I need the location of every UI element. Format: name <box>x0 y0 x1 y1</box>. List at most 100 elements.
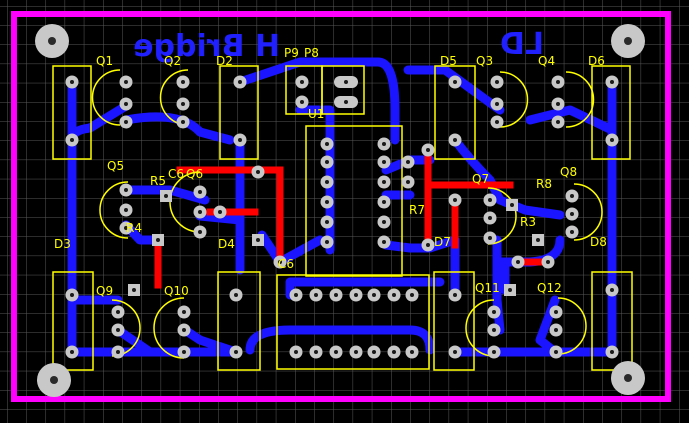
label-q5: Q5 <box>107 159 124 173</box>
label-q9: Q9 <box>96 284 113 298</box>
pad <box>605 75 619 89</box>
label-d4: D4 <box>218 237 235 251</box>
d3-outline <box>52 271 94 371</box>
pad <box>320 175 334 189</box>
label-d2: D2 <box>216 54 233 68</box>
label-r5: R5 <box>150 174 166 188</box>
pad <box>377 175 391 189</box>
pad <box>387 288 401 302</box>
pad <box>65 133 79 147</box>
label-r7: R7 <box>409 203 425 217</box>
label-q1: Q1 <box>96 54 113 68</box>
pad <box>401 175 415 189</box>
label-q3: Q3 <box>476 54 493 68</box>
label-q11: Q11 <box>475 281 500 295</box>
label-q4: Q4 <box>538 54 555 68</box>
pad <box>233 133 247 147</box>
label-d6: D6 <box>588 54 605 68</box>
pad <box>551 75 565 89</box>
pad <box>483 193 497 207</box>
pad <box>295 75 309 89</box>
pad <box>65 75 79 89</box>
label-q2: Q2 <box>164 54 181 68</box>
label-q7: Q7 <box>472 172 489 186</box>
pad <box>605 283 619 297</box>
silkscreen <box>52 65 633 371</box>
pad <box>448 345 462 359</box>
pad <box>448 133 462 147</box>
label-q12: Q12 <box>537 281 562 295</box>
label-c6-top: C6 <box>168 167 184 181</box>
pad <box>295 95 309 109</box>
pad <box>367 288 381 302</box>
label-r8: R8 <box>536 177 552 191</box>
pad <box>605 345 619 359</box>
d8-outline <box>591 271 633 371</box>
label-p8: P8 <box>304 46 319 60</box>
p8-outline <box>321 65 365 115</box>
pad <box>229 288 243 302</box>
pad <box>504 284 516 296</box>
label-q10: Q10 <box>164 284 189 298</box>
pad <box>320 215 334 229</box>
pad <box>273 255 287 269</box>
board-author-mirrored: LD <box>500 27 544 62</box>
pad <box>119 75 133 89</box>
pad <box>320 137 334 151</box>
label-d5: D5 <box>440 54 457 68</box>
pad <box>401 155 415 169</box>
pad <box>448 288 462 302</box>
pad <box>111 345 125 359</box>
pad <box>511 255 525 269</box>
board-outline <box>11 11 671 402</box>
pad <box>551 97 565 111</box>
pad <box>193 185 207 199</box>
pad <box>549 345 563 359</box>
pad <box>367 345 381 359</box>
pad <box>490 115 504 129</box>
pad <box>177 345 191 359</box>
label-q6: Q6 <box>186 167 203 181</box>
pad <box>487 345 501 359</box>
pad <box>160 190 172 202</box>
pad <box>549 323 563 337</box>
pad <box>320 195 334 209</box>
pads <box>65 75 619 359</box>
pad <box>377 155 391 169</box>
pad <box>233 75 247 89</box>
label-r4: R4 <box>126 221 142 235</box>
pad <box>176 75 190 89</box>
pad <box>487 305 501 319</box>
pad <box>387 345 401 359</box>
pad <box>119 115 133 129</box>
label-d8: D8 <box>590 235 607 249</box>
pad <box>448 193 462 207</box>
pad <box>349 345 363 359</box>
pad <box>377 195 391 209</box>
pad <box>309 345 323 359</box>
pad <box>377 137 391 151</box>
pad <box>111 323 125 337</box>
label-r3: R3 <box>520 215 536 229</box>
pad <box>176 97 190 111</box>
pad <box>605 133 619 147</box>
d5-outline <box>434 65 476 160</box>
pad <box>320 155 334 169</box>
pad <box>229 345 243 359</box>
d4-outline <box>217 271 261 371</box>
pad <box>565 225 579 239</box>
pad <box>252 234 264 246</box>
mounting-holes <box>35 24 645 397</box>
pad <box>119 97 133 111</box>
pad <box>289 288 303 302</box>
pad <box>487 323 501 337</box>
label-q8: Q8 <box>560 165 577 179</box>
pad <box>119 203 133 217</box>
pad <box>176 115 190 129</box>
pad <box>405 345 419 359</box>
pad <box>329 345 343 359</box>
pad <box>111 305 125 319</box>
pad <box>551 115 565 129</box>
pad <box>119 183 133 197</box>
